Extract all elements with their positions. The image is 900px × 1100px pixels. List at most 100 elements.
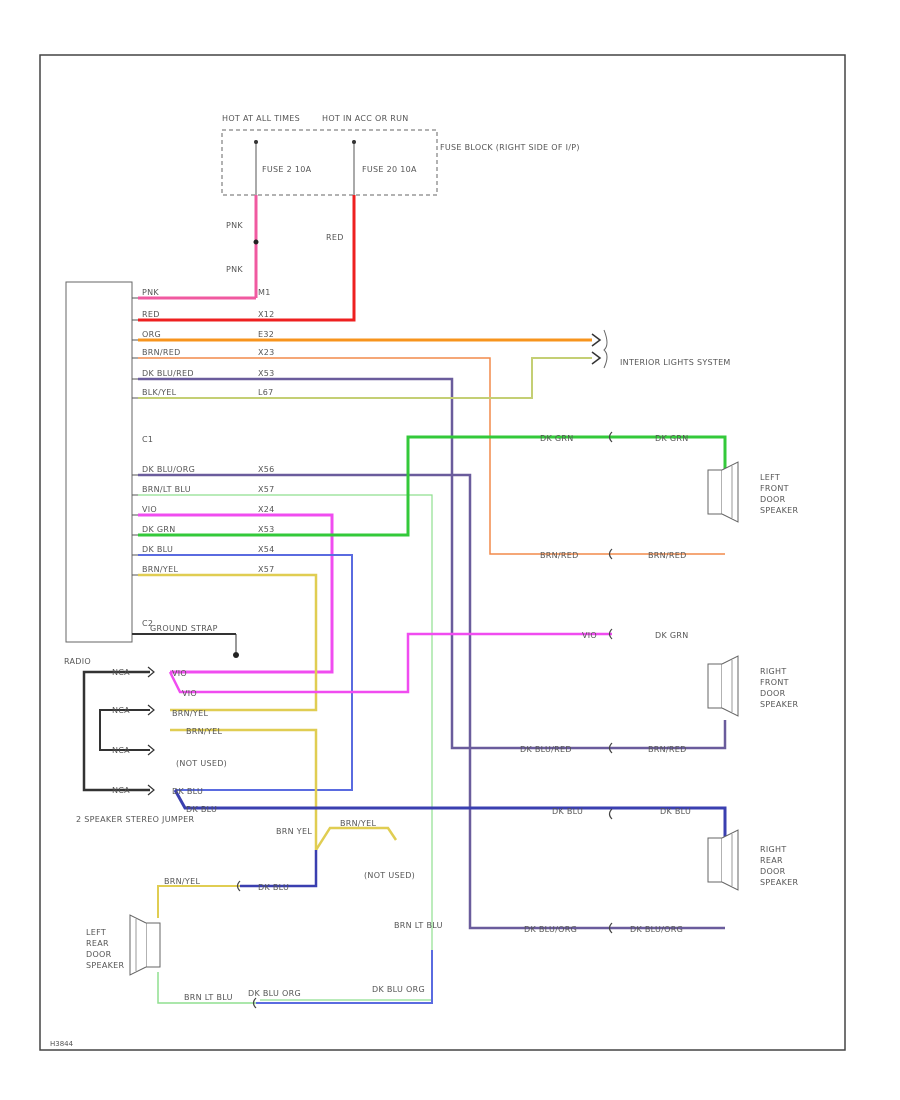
speaker-wire-label: DK BLU: [552, 807, 583, 816]
jumper-row-label: NCA: [112, 706, 130, 715]
c2-pin-color: DK BLU/ORG: [142, 465, 195, 474]
radio-c1-label: C1: [142, 435, 153, 444]
speaker-wire-label: DK GRN: [655, 631, 689, 640]
c2-brnyel-wire: [138, 573, 318, 712]
brn-yel2-label: BRN/YEL: [340, 819, 376, 828]
radio-body: [65, 281, 133, 643]
c1-pin-color: PNK: [142, 288, 159, 297]
inline-connector: [608, 742, 613, 754]
speaker-wire-label: BRN LT BLU: [184, 993, 233, 1002]
c2-dkgrn-wire: [138, 435, 727, 537]
hot-in-acc-label: HOT IN ACC OR RUN: [322, 114, 409, 123]
inline-connector: [608, 808, 613, 820]
lr-dkblu-wire: [256, 950, 433, 1004]
diagram-code: H3844: [50, 1040, 74, 1048]
speaker-wire-label: BRN/RED: [648, 745, 687, 754]
diagram-border: [39, 54, 846, 1051]
brnyel-splice-wire: [314, 826, 398, 851]
left-rear-speaker-label: LEFT: [86, 928, 106, 937]
right-front-speaker-label: SPEAKER: [760, 700, 799, 709]
jumper-inner-loop: [99, 709, 150, 751]
inline-connector: [236, 880, 241, 892]
jumper-terminal: [147, 666, 155, 678]
not-used-label: (NOT USED): [364, 871, 415, 880]
right-front-speaker-label: DOOR: [760, 689, 786, 698]
left-rear-speaker-label: REAR: [86, 939, 109, 948]
jumper-wire-vio-2: VIO: [182, 689, 197, 698]
interior-lights-arrow-2: [591, 351, 602, 365]
c1-blkyel-wire: [138, 357, 592, 399]
speaker-wire-label: DK BLU/ORG: [524, 925, 577, 934]
c1-pin-color: DK BLU/RED: [142, 369, 194, 378]
fuse2-node-top: [254, 140, 258, 144]
jumper-wire-dkblu-1: DK BLU: [172, 787, 203, 796]
left-front-speaker-label: DOOR: [760, 495, 786, 504]
left-front-speaker-label: FRONT: [760, 484, 789, 493]
right-rear-speaker-label: REAR: [760, 856, 783, 865]
c1-pin-circuit: X23: [258, 348, 275, 357]
brn-lt-blu-label: BRN LT BLU: [394, 921, 443, 930]
inline-connector: [608, 628, 613, 640]
inline-connector: [252, 997, 257, 1009]
jumper-wire-dkblu-2: DK BLU: [186, 805, 217, 814]
inline-connector: [608, 431, 613, 443]
pink-upper-label: PNK: [226, 221, 243, 230]
jumper-terminal: [147, 784, 155, 796]
red-feed-label: RED: [326, 233, 344, 242]
speaker-wire-label: DK BLU ORG: [372, 985, 425, 994]
left-rear-speaker-label: SPEAKER: [86, 961, 125, 970]
c2-pin-circuit: X57: [258, 565, 275, 574]
fuse-block-label: FUSE BLOCK (RIGHT SIDE OF I/P): [440, 143, 580, 152]
jumper-brnyel-wire: [170, 728, 318, 850]
speaker-wire-label: BRN/RED: [540, 551, 579, 560]
c1-pin-color: RED: [142, 310, 160, 319]
c1-pin-color: ORG: [142, 330, 161, 339]
jumper-not-used: (NOT USED): [176, 759, 227, 768]
c2-pin-color: BRN/LT BLU: [142, 485, 191, 494]
c1-pin-color: BRN/RED: [142, 348, 181, 357]
fuse20-label: FUSE 20 10A: [362, 165, 417, 174]
speaker-wire-label: DK BLU: [660, 807, 691, 816]
c1-pin-circuit: M1: [258, 288, 271, 297]
speaker-wire-label: VIO: [582, 631, 597, 640]
c2-pin-circuit: X53: [258, 525, 275, 534]
c2-pin-circuit: X56: [258, 465, 275, 474]
ground-point: [233, 652, 239, 658]
fuse2-label: FUSE 2 10A: [262, 165, 312, 174]
fuse20-node-top: [352, 140, 356, 144]
pink-lower-label: PNK: [226, 265, 243, 274]
right-front-speaker-label: FRONT: [760, 678, 789, 687]
c2-pin-color: DK BLU: [142, 545, 173, 554]
interior-lights-bracket: [603, 329, 608, 369]
inline-connector: [608, 922, 613, 934]
c2-vio-wire: [138, 513, 334, 674]
brn-yel-label: BRN YEL: [276, 827, 312, 836]
speaker-wire-label: DK GRN: [540, 434, 574, 443]
red-feed-wire: [138, 195, 356, 322]
inline-connector: [608, 548, 613, 560]
jumper-wire-brnyel-1: BRN/YEL: [172, 709, 208, 718]
lr-brnyel-wire: [157, 885, 240, 918]
right-rear-speaker-label: SPEAKER: [760, 878, 799, 887]
lr-green-wire: [157, 972, 256, 1004]
jumper-row-label: NCA: [112, 668, 130, 677]
jumper-wire-vio-1: VIO: [172, 669, 187, 678]
speaker-wire-label: DK BLU/RED: [520, 745, 572, 754]
radio-c2-label: C2: [142, 619, 153, 628]
c1-brnred-wire: [138, 357, 725, 555]
c1-pin-circuit: E32: [258, 330, 274, 339]
c1-dkblured-wire: [138, 377, 727, 750]
jumper-row-label: NCA: [112, 786, 130, 795]
c2-pin-color: VIO: [142, 505, 157, 514]
jumper-vio-wire: [168, 632, 612, 694]
radio-label: RADIO: [64, 657, 91, 666]
c2-dkblu-wire: [138, 554, 353, 791]
jumper-wire-brnyel-2: BRN/YEL: [186, 727, 222, 736]
left-front-speaker-label: SPEAKER: [760, 506, 799, 515]
c2-pin-circuit: X24: [258, 505, 275, 514]
